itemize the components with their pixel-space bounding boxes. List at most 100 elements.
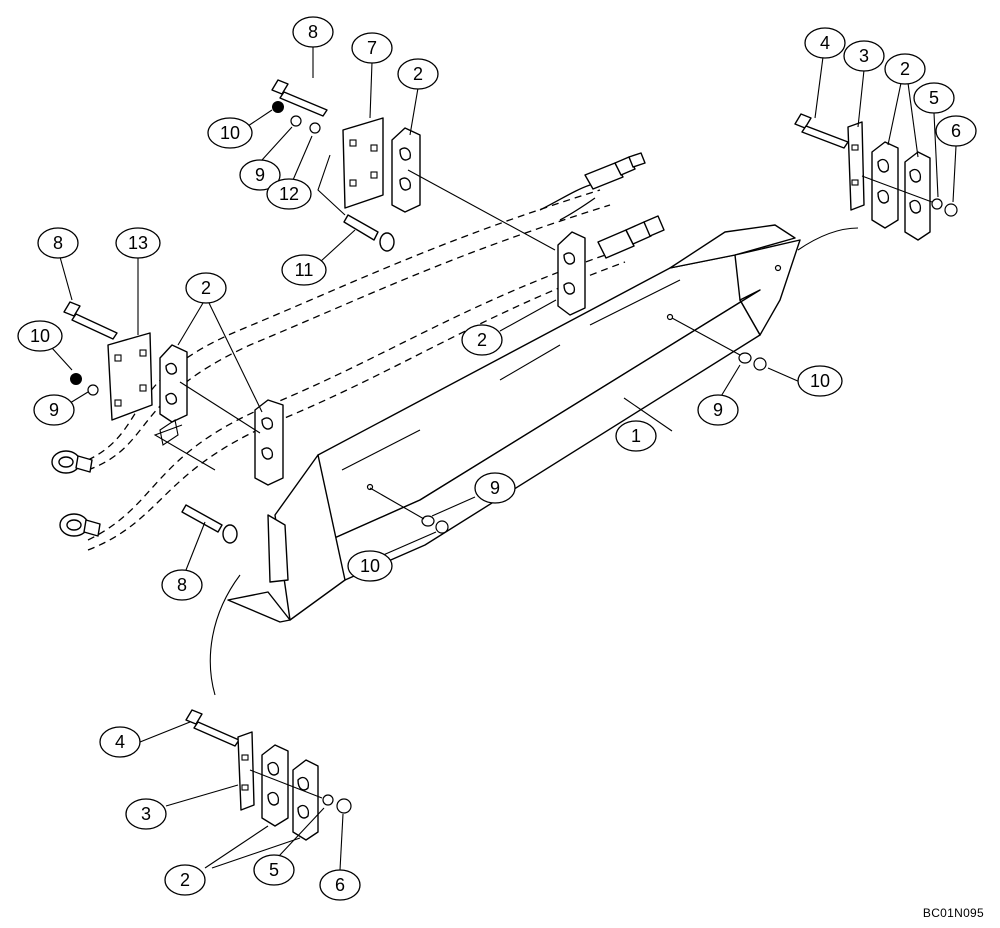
svg-text:2: 2: [201, 278, 211, 298]
callout-5-upper-right: 5: [913, 82, 955, 114]
clamp-half-2-center: [557, 231, 586, 316]
bolt-8-lower: [181, 504, 238, 544]
callout-3-lower: 3: [125, 798, 167, 830]
callout-13: 13: [115, 227, 161, 259]
nut-10-frame-lower: [435, 520, 449, 534]
nut-10-left: [70, 373, 82, 385]
assembly-line-left: [153, 424, 216, 471]
callout-9-left: 9: [33, 394, 75, 426]
washer-9-frame-lower: [421, 515, 435, 527]
callout-5-lower: 5: [253, 854, 295, 886]
washer-9-left: [87, 384, 99, 396]
washer-5-upper-right: [931, 198, 943, 210]
callout-2-left: 2: [185, 272, 227, 304]
clamp-half-2-left: [159, 344, 188, 423]
nut-10-frame-right: [753, 357, 767, 371]
svg-text:6: 6: [951, 121, 961, 141]
svg-text:4: 4: [820, 33, 830, 53]
svg-text:9: 9: [490, 478, 500, 498]
washer-9-upper: [290, 115, 302, 127]
svg-text:8: 8: [53, 233, 63, 253]
assembly-line-upper: [317, 154, 346, 216]
drawing-code: BC01N095: [922, 906, 984, 920]
svg-text:5: 5: [929, 88, 939, 108]
bolt-8-left: [63, 301, 118, 340]
assembly-line-left-center: [179, 381, 261, 434]
svg-text:2: 2: [180, 870, 190, 890]
bolt-4-lower: [185, 709, 240, 747]
nut-6-upper-right: [944, 203, 958, 217]
bolt-8-upper: [271, 79, 328, 117]
svg-text:8: 8: [177, 575, 187, 595]
clamp-half-2-lower-a: [261, 744, 289, 827]
assembly-line-lower: [249, 769, 323, 799]
plate-3-lower: [237, 731, 255, 811]
clamp-half-2-upper-right-b: [904, 151, 931, 241]
svg-text:3: 3: [141, 804, 151, 824]
assembly-line-upper-center: [407, 169, 556, 251]
svg-text:4: 4: [115, 732, 125, 752]
callout-8-top: 8: [292, 16, 334, 48]
assembly-line-upper-right: [861, 175, 933, 203]
callout-10-right: 10: [797, 365, 843, 397]
bolt-4-upper-right: [794, 113, 849, 149]
clamp-half-2-lower-b: [292, 759, 319, 841]
svg-text:2: 2: [413, 64, 423, 84]
svg-text:10: 10: [810, 371, 830, 391]
leader-lines: [51, 45, 957, 871]
clamp-plate-7: [342, 117, 384, 209]
bolt-line-frame-lower: [369, 487, 425, 520]
callout-9-top: 9: [239, 159, 281, 191]
hose-coupler-lower: [597, 215, 665, 259]
clamp-spacer: [159, 419, 179, 446]
callout-10-top: 10: [207, 117, 253, 149]
callout-11: 11: [281, 254, 327, 286]
callout-8-left: 8: [37, 227, 79, 259]
callout-9-center: 9: [474, 472, 516, 504]
svg-text:12: 12: [279, 184, 299, 204]
callout-1: 1: [615, 420, 657, 452]
svg-text:8: 8: [308, 22, 318, 42]
svg-text:10: 10: [30, 326, 50, 346]
svg-text:2: 2: [900, 59, 910, 79]
callout-2-top: 2: [397, 58, 439, 90]
nut-6-lower: [336, 798, 352, 814]
callout-2-lower: 2: [164, 864, 206, 896]
svg-text:9: 9: [49, 400, 59, 420]
hydraulic-hoses: [87, 184, 626, 551]
frame-curve-left: [209, 574, 241, 696]
svg-text:13: 13: [128, 233, 148, 253]
callout-2-upper-right: 2: [884, 53, 926, 85]
svg-text:3: 3: [859, 46, 869, 66]
svg-text:5: 5: [269, 860, 279, 880]
callout-7: 7: [351, 32, 393, 64]
callout-4-lower: 4: [99, 726, 141, 758]
svg-text:9: 9: [255, 165, 265, 185]
washer-5-lower: [322, 794, 334, 806]
callout-4-upper-right: 4: [804, 27, 846, 59]
washer-9-frame-right: [738, 352, 752, 364]
clamp-half-2-upper: [391, 127, 421, 213]
svg-text:1: 1: [631, 426, 641, 446]
callout-6-upper-right: 6: [935, 115, 977, 147]
hose-coupler-upper: [584, 152, 646, 190]
callout-9-right: 9: [697, 394, 739, 426]
clamp-half-2-left-frame: [254, 399, 284, 486]
callout-3-upper-right: 3: [843, 40, 885, 72]
frame-curve-right: [797, 227, 859, 251]
hose-end-left-upper: [51, 450, 93, 474]
washer-12: [309, 122, 321, 134]
plate-3-upper-right: [847, 121, 865, 211]
callout-10-center: 10: [347, 550, 393, 582]
hose-end-left-lower: [59, 513, 101, 537]
svg-text:7: 7: [367, 38, 377, 58]
callout-10-left: 10: [17, 320, 63, 352]
bolt-11: [343, 214, 395, 252]
callout-6-lower: 6: [319, 869, 361, 901]
nut-10-upper: [272, 101, 284, 113]
bolt-line-frame-right: [671, 317, 741, 356]
svg-text:11: 11: [295, 260, 314, 280]
svg-text:10: 10: [360, 556, 380, 576]
frame-tube: [227, 224, 801, 623]
